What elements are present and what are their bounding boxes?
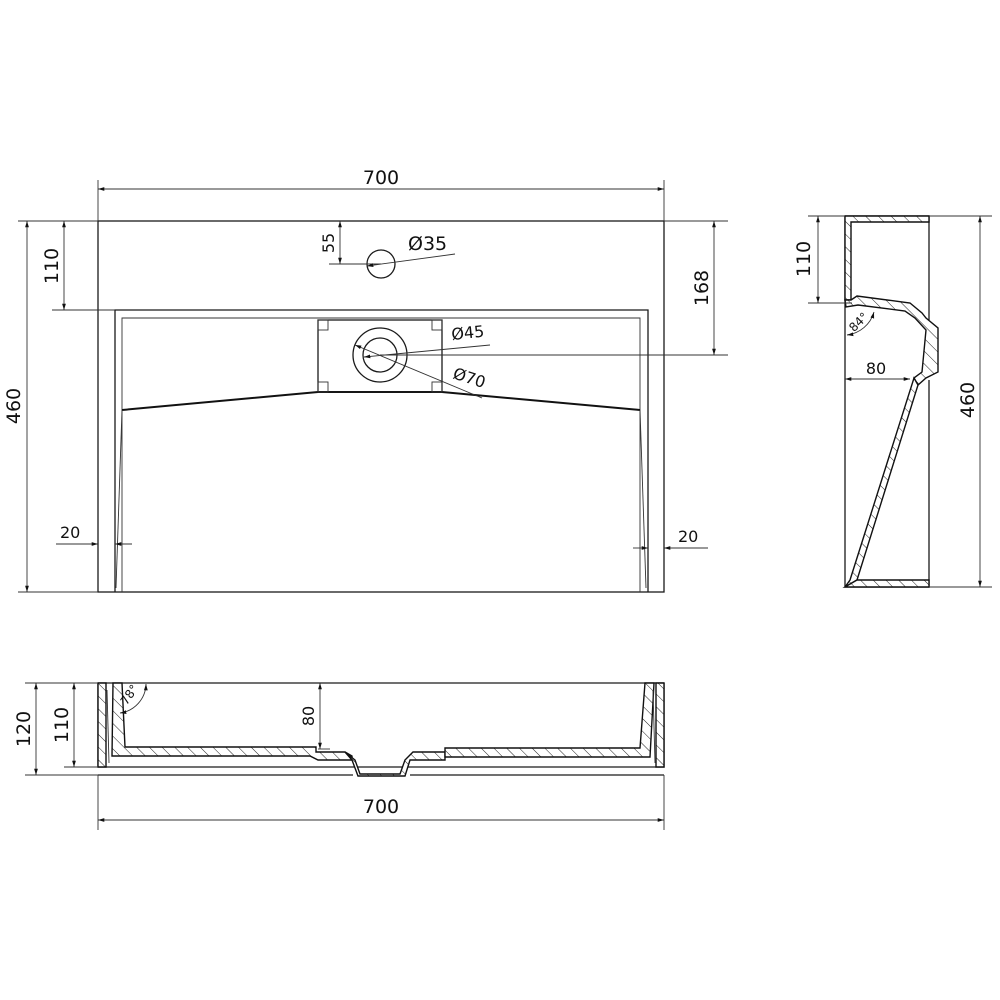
- side-drain-depth-label: 80: [866, 359, 886, 378]
- side-section-view: 110 84° 80 460: [793, 215, 992, 588]
- side-ledge-label: 110: [793, 241, 815, 277]
- basin-outline: [97, 220, 665, 593]
- plan-depth-label: 460: [3, 388, 25, 424]
- plan-view: 700 460 110 55 Ø35 168 Ø45 Ø70 20: [3, 167, 728, 593]
- tap-offset-label: 55: [319, 233, 338, 253]
- plan-width-label: 700: [363, 167, 399, 189]
- bowl-rim: [114, 309, 649, 592]
- tap-diameter-label: Ø35: [408, 233, 447, 255]
- left-wall-label: 20: [60, 523, 80, 542]
- drain-inner-diameter-label: Ø45: [450, 322, 485, 344]
- right-wall-label: 20: [678, 527, 698, 546]
- bowl-slope: [121, 391, 641, 411]
- plan-ledge-label: 110: [41, 248, 63, 284]
- front-bowl-depth-label: 80: [299, 706, 318, 726]
- side-angle-label: 84°: [846, 310, 871, 335]
- front-inner-height-label: 110: [51, 707, 73, 743]
- front-overall-height-label: 120: [13, 711, 35, 747]
- front-width-label: 700: [363, 796, 399, 818]
- side-depth-label: 460: [957, 382, 979, 418]
- front-section-view: 120 110 78° 80 700: [13, 682, 665, 830]
- drain-plate: [317, 319, 443, 393]
- drain-offset-label: 168: [691, 270, 713, 306]
